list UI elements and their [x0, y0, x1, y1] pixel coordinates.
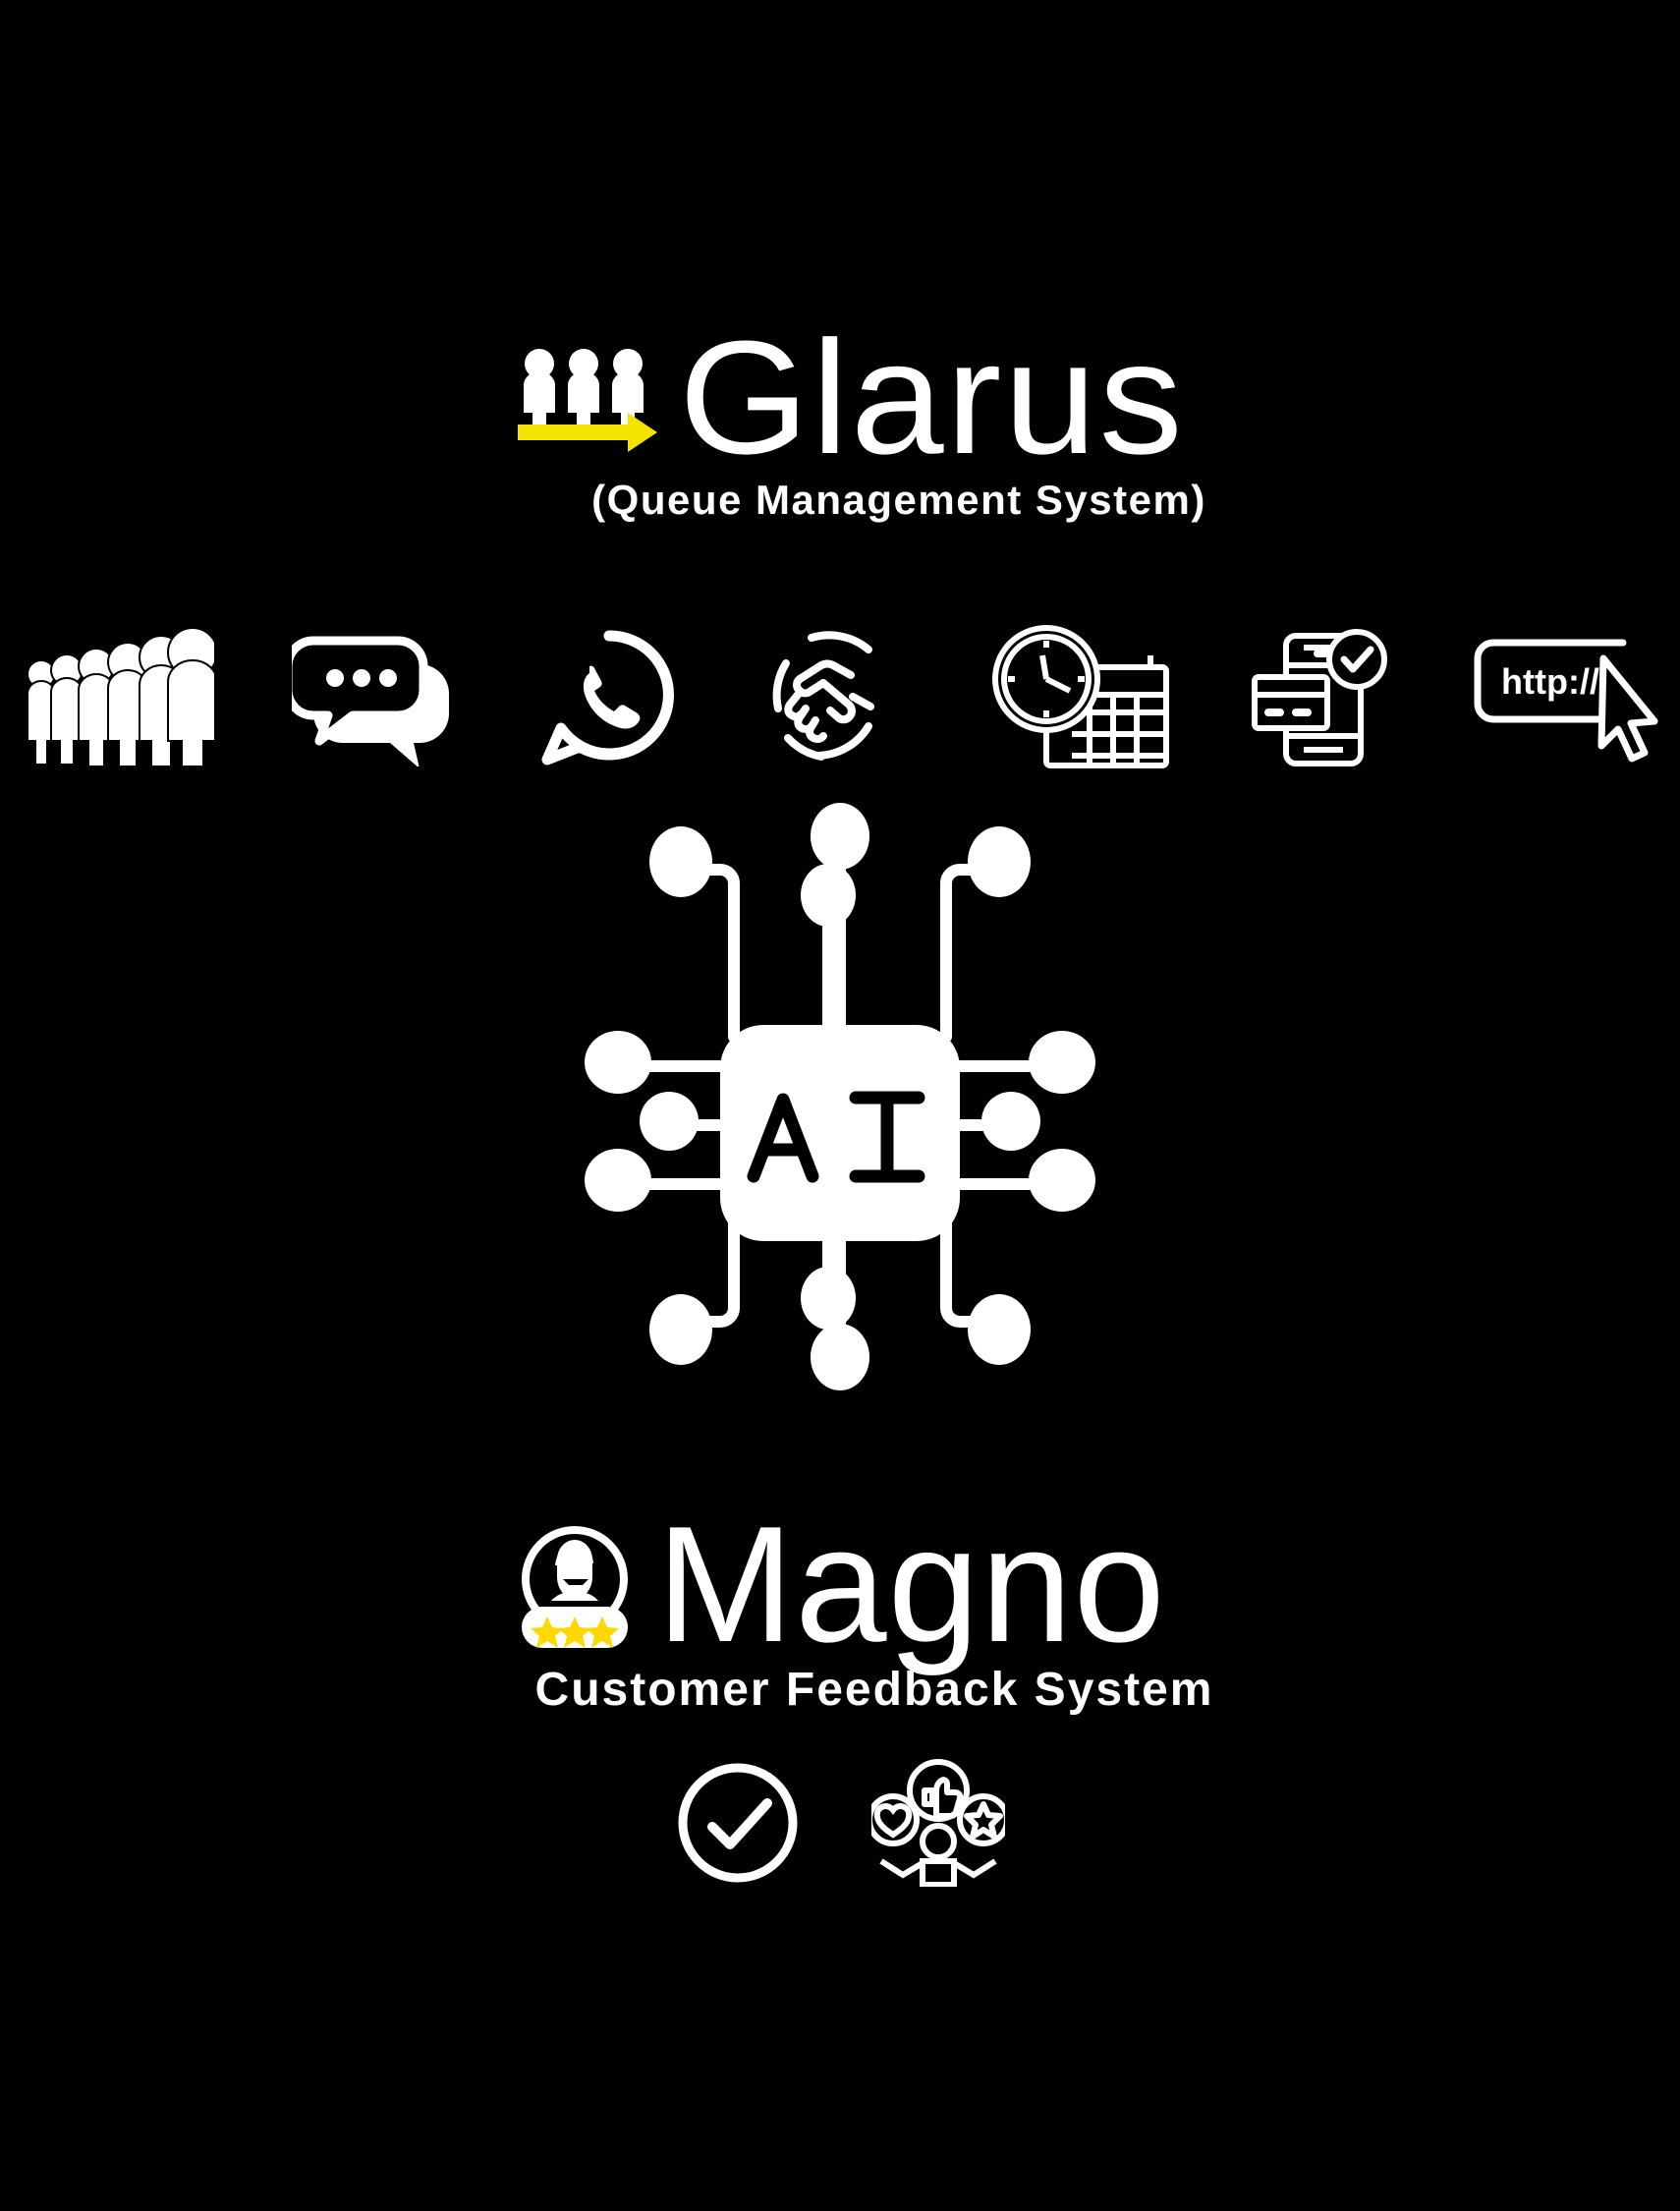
bottom-icon-row [0, 1759, 1680, 1887]
heart-icon [873, 1803, 913, 1839]
ai-chip-body [720, 1025, 960, 1241]
ai-chip-network-icon [585, 803, 1095, 1390]
check-circle-icon [678, 1763, 798, 1883]
customer-satisfaction-icon [871, 1759, 1005, 1887]
glarus-logo-row: Glarus [514, 317, 1183, 478]
magno-wordmark: Magno [656, 1492, 1166, 1676]
queue-of-people-icon [27, 629, 214, 766]
magno-logo-row: Magno [514, 1492, 1166, 1676]
chat-bubbles-icon [291, 636, 449, 766]
people-queue-arrow-icon [518, 349, 658, 453]
handshake-icon [772, 631, 874, 761]
glarus-brand-block: Glarus (Queue Management System) [0, 317, 1680, 524]
thumbs-up-icon [922, 1777, 964, 1819]
glarus-subtitle: (Queue Management System) [591, 476, 1206, 523]
customer-rating-avatar-icon [522, 1526, 629, 1649]
feature-icon-row: http:// [0, 609, 1680, 786]
star-icon [964, 1801, 1003, 1840]
clock-calendar-icon [991, 625, 1169, 768]
magno-brand-block: Magno Customer Feedback System [0, 1492, 1680, 1717]
ai-chip-graphic [575, 801, 1105, 1395]
mobile-payment-check-icon [1252, 628, 1388, 766]
url-bar-cursor-icon: http:// [1474, 639, 1658, 763]
whatsapp-icon [541, 630, 675, 765]
mouse-cursor-icon [1597, 654, 1658, 763]
glarus-wordmark: Glarus [679, 308, 1186, 487]
url-text: http:// [1501, 661, 1599, 702]
magno-subtitle: Customer Feedback System [534, 1663, 1214, 1716]
